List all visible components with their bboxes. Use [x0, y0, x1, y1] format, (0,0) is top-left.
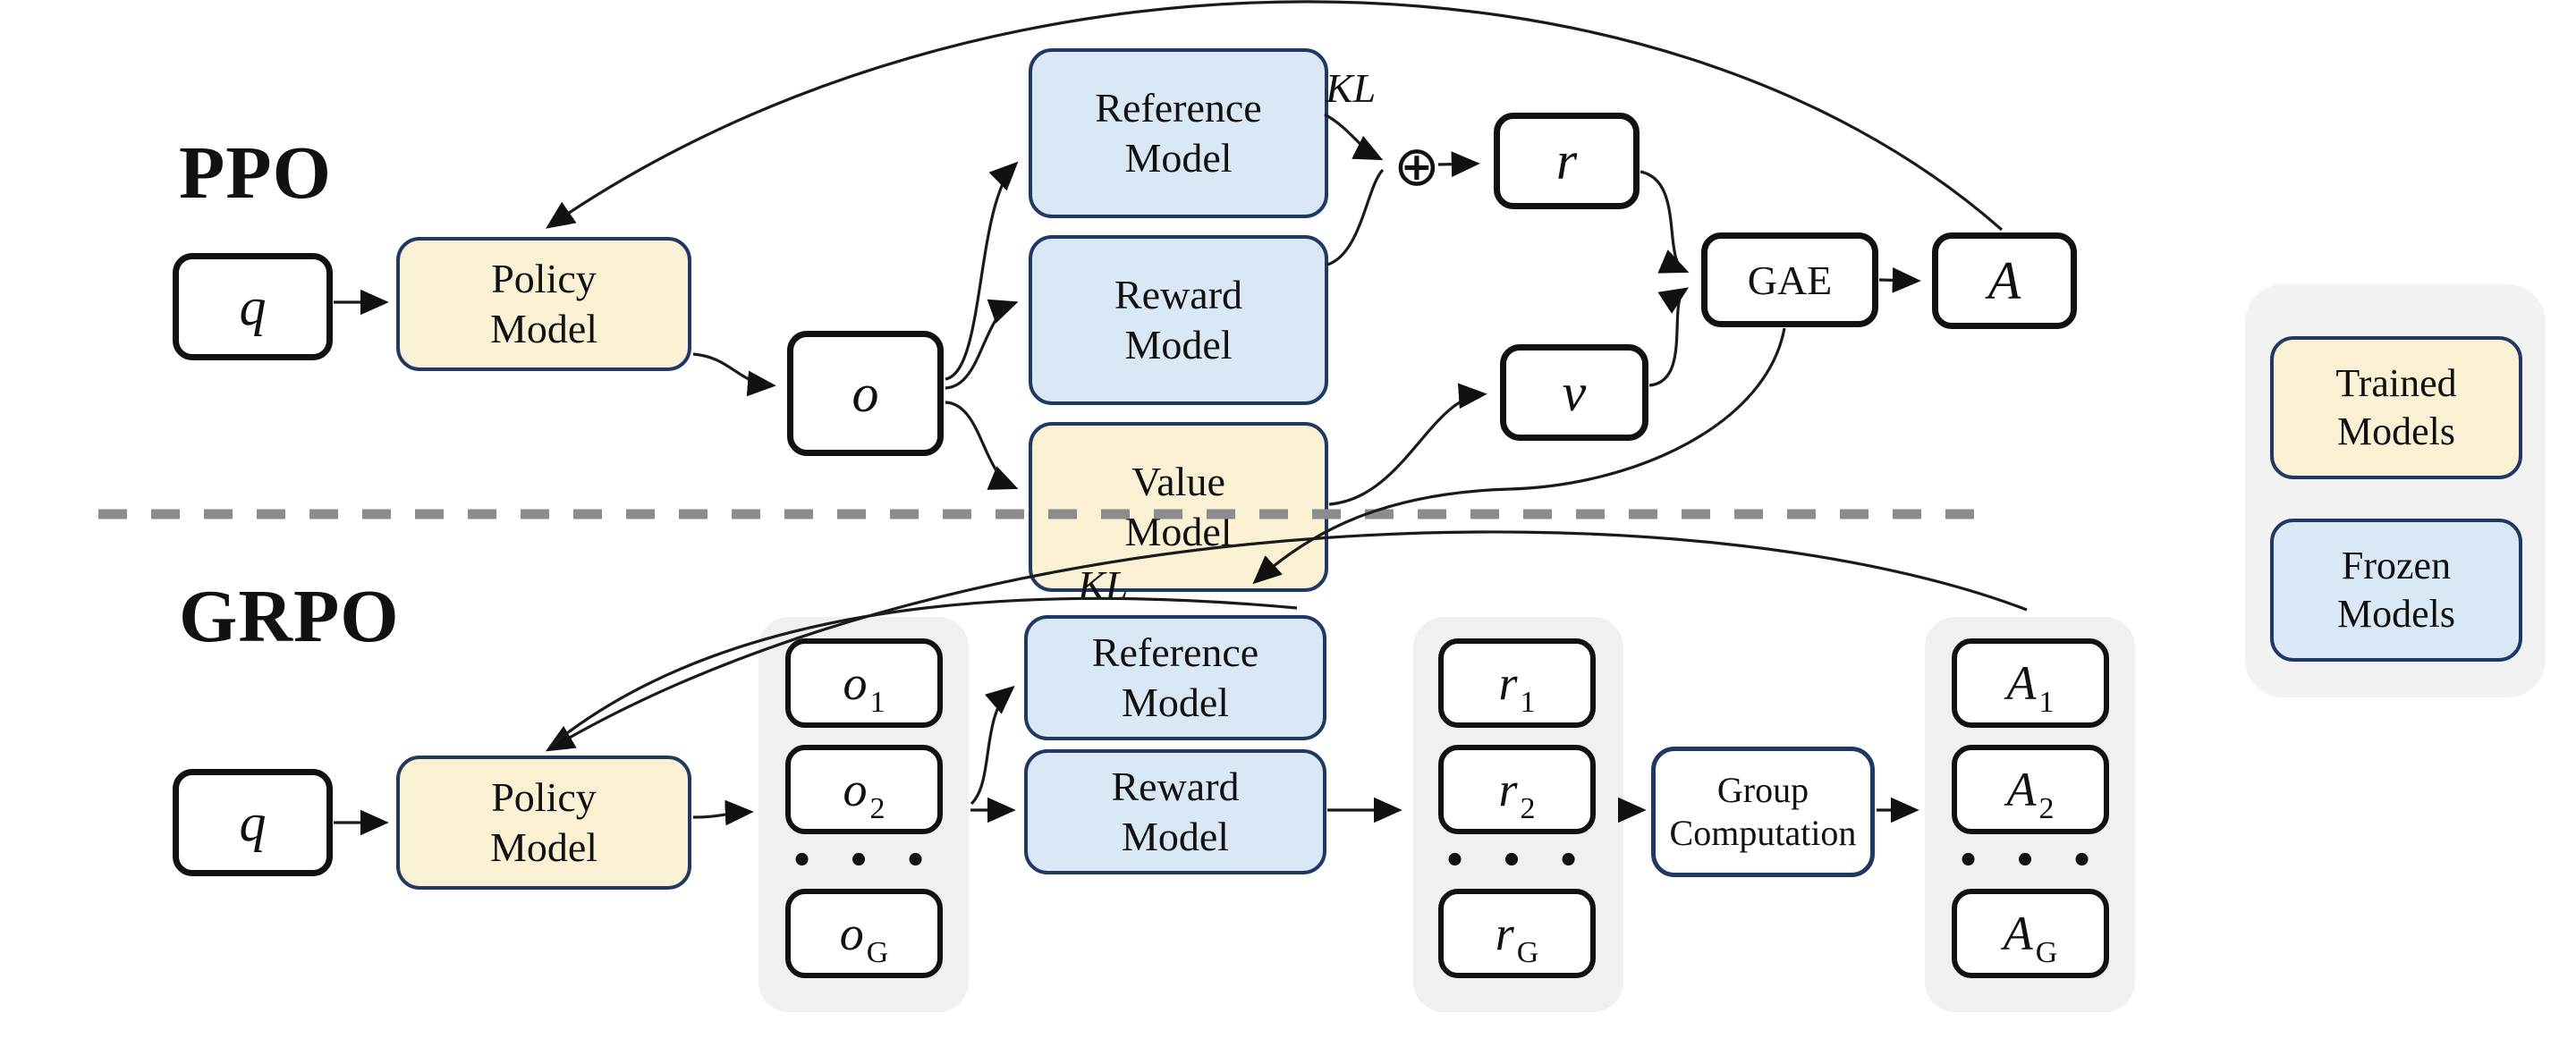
ppo-arrow-gae-to-a [1878, 266, 1921, 293]
legend-frozen-line1: Frozen [2341, 544, 2452, 588]
ppo-policy-model-line1: Policy [491, 255, 597, 301]
ppo-reference-model-line2: Model [1124, 135, 1233, 181]
grpo-output-g-box: oG [785, 889, 943, 978]
grpo-advantage-g-label: AG [2003, 907, 2058, 969]
ppo-arrow-policy-to-o [692, 352, 776, 397]
legend-frozen-line2: Models [2337, 592, 2455, 636]
grpo-output-g-label: oG [839, 907, 889, 969]
grpo-advantage-2-label: A2 [2006, 763, 2055, 825]
ppo-reward-model-line1: Reward [1114, 271, 1243, 317]
grpo-output-2-box: o2 [785, 745, 943, 834]
grpo-policy-model-line2: Model [489, 824, 598, 870]
grpo-group-computation-line1: Group [1716, 770, 1809, 810]
grpo-output-1-label: o1 [843, 656, 886, 719]
ppo-arrow-o-to-value [945, 401, 1019, 490]
ppo-curve-r-to-gae [1640, 170, 1690, 274]
ppo-v-label: v [1562, 362, 1587, 422]
grpo-advantage-g-box: AG [1952, 889, 2109, 978]
grpo-group-computation-line2: Computation [1669, 813, 1857, 853]
grpo-reward-model-box: Reward Model [1024, 749, 1326, 874]
ppo-value-model-box: Value Model [1029, 422, 1328, 592]
ppo-r-label: r [1555, 131, 1578, 190]
grpo-reward-1-box: r1 [1438, 638, 1596, 728]
legend-frozen-models-box: Frozen Models [2270, 519, 2522, 662]
grpo-kl-label: KL [1078, 562, 1129, 608]
ppo-curve-reward-to-plus [1326, 168, 1385, 266]
ppo-reward-model-box: Reward Model [1029, 235, 1328, 405]
legend-trained-line1: Trained [2335, 361, 2457, 406]
grpo-reward-g-label: rG [1495, 907, 1539, 969]
ppo-value-model-line1: Value [1131, 458, 1225, 504]
grpo-group-computation-box: Group Computation [1651, 747, 1875, 877]
grpo-q-box: q [173, 769, 333, 876]
ppo-q-box: q [173, 253, 333, 360]
ppo-r-box: r [1494, 113, 1640, 209]
grpo-output-2-label: o2 [843, 763, 886, 825]
grpo-reward-2-box: r2 [1438, 745, 1596, 834]
ppo-arrow-o-to-reference [945, 161, 1019, 381]
ppo-arrow-value-to-v [1328, 383, 1487, 506]
ppo-reference-model-box: Reference Model [1029, 48, 1328, 218]
grpo-advantage-1-box: A1 [1952, 638, 2109, 728]
grpo-rewards-ellipsis: • • • [1443, 840, 1591, 882]
grpo-reward-model-line1: Reward [1111, 763, 1240, 809]
grpo-reference-model-box: Reference Model [1024, 615, 1326, 740]
ppo-arrow-reference-kl-to-plus [1324, 113, 1384, 161]
grpo-arrow-policy-to-outputs [692, 799, 754, 826]
grpo-output-1-box: o1 [785, 638, 943, 728]
grpo-reward-g-box: rG [1438, 889, 1596, 978]
ppo-advantage-box: A [1932, 232, 2077, 329]
ppo-o-box: o [787, 331, 944, 456]
ppo-arrow-o-to-reward [945, 299, 1019, 390]
grpo-arrow-outputs-to-reference [970, 685, 1015, 806]
ppo-reference-model-line1: Reference [1095, 84, 1262, 131]
ppo-value-model-line2: Model [1124, 509, 1233, 554]
ppo-gae-label: GAE [1747, 257, 1833, 303]
legend-trained-models-box: Trained Models [2270, 336, 2522, 479]
grpo-outputs-ellipsis: • • • [790, 840, 938, 882]
ppo-kl-label: KL [1326, 65, 1377, 111]
grpo-advantage-1-label: A1 [2006, 656, 2055, 719]
ppo-gae-box: GAE [1701, 232, 1878, 327]
grpo-reference-model-line2: Model [1121, 680, 1230, 725]
ppo-policy-model-box: Policy Model [396, 237, 691, 371]
grpo-reward-1-label: r1 [1498, 656, 1536, 719]
grpo-reference-model-line1: Reference [1091, 629, 1259, 675]
ppo-q-label: q [239, 276, 267, 336]
ppo-reward-model-line2: Model [1124, 322, 1233, 367]
grpo-advantages-ellipsis: • • • [1956, 840, 2105, 882]
ppo-curve-v-to-gae [1648, 287, 1690, 387]
grpo-section-label: GRPO [179, 575, 400, 658]
ppo-section-label: PPO [179, 131, 332, 215]
grpo-q-label: q [239, 792, 267, 852]
legend-trained-line2: Models [2337, 410, 2455, 453]
ppo-o-label: o [852, 363, 879, 423]
circled-plus-icon: ⊕ [1394, 132, 1440, 198]
ppo-advantage-label: A [1987, 250, 2021, 310]
grpo-policy-model-line1: Policy [491, 773, 597, 820]
ppo-v-box: v [1500, 344, 1648, 441]
grpo-reward-model-line2: Model [1121, 814, 1230, 859]
grpo-policy-model-box: Policy Model [396, 756, 691, 890]
grpo-advantage-2-box: A2 [1952, 745, 2109, 834]
grpo-reward-2-label: r2 [1498, 763, 1536, 825]
ppo-policy-model-line2: Model [489, 306, 598, 351]
